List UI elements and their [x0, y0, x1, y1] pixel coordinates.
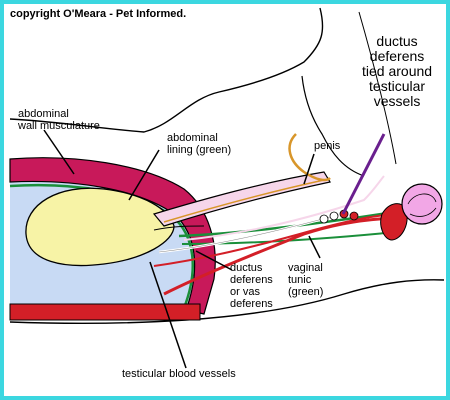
bladder-neck [153, 225, 205, 231]
label-testicular-blood-vessels: testicular blood vessels [122, 368, 236, 380]
bladder [25, 187, 175, 267]
label-ductus-tied: ductus deferens tied around testicular v… [362, 33, 433, 109]
body-outline-lower [9, 279, 445, 325]
ligature-knot [329, 211, 339, 221]
penis-duct [288, 133, 331, 182]
testicle-detail [407, 193, 437, 217]
leader-abdominal-lining [128, 149, 160, 201]
leader-ductus-deferens [195, 250, 233, 271]
testicular-vein [153, 213, 397, 267]
ligature-knot [349, 211, 359, 221]
hind-leg-outline [358, 11, 397, 165]
ligature-pointer [341, 133, 386, 215]
leader-vaginal-tunic [308, 235, 321, 259]
scrotum [380, 203, 408, 241]
leader-abdominal-wall [43, 129, 75, 175]
spermatic-cord [183, 175, 385, 241]
aorta-vessel [9, 303, 201, 321]
penis-urethra [163, 179, 325, 223]
ductus-deferens-edge [158, 215, 335, 253]
leg-outline [301, 75, 365, 177]
copyright-text: copyright O'Meara - Pet Informed. [10, 8, 187, 20]
label-abdominal-lining: abdominal lining (green) [167, 132, 232, 156]
testicular-artery [163, 216, 397, 296]
label-vaginal-tunic: vaginal tunic (green) [288, 262, 324, 298]
vaginal-tunic-lower [181, 231, 397, 245]
ligature-knot [319, 214, 329, 224]
anatomy-illustration [9, 7, 445, 369]
vaginal-tunic [178, 210, 395, 238]
leader-penis [303, 153, 315, 185]
label-penis: penis [314, 140, 341, 152]
body-outline [9, 7, 324, 133]
testicle [401, 183, 443, 225]
label-ductus-deferens: ductus deferens or vas deferens [230, 262, 273, 310]
leader-blood-vessels [149, 261, 187, 369]
label-abdominal-wall-musculature: abdominal wall musculature [18, 108, 100, 132]
